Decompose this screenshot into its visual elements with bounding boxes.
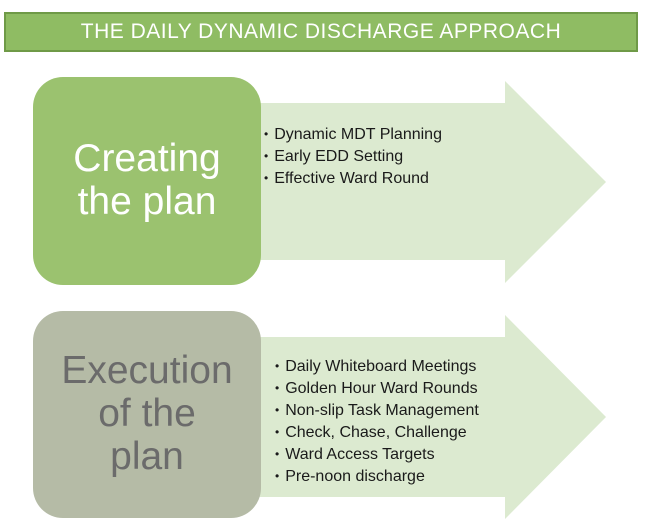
execution-plan-box: Execution of the plan <box>33 311 261 518</box>
list-item: Effective Ward Round <box>264 168 442 190</box>
list-item: Pre-noon discharge <box>275 466 479 488</box>
list-item: Daily Whiteboard Meetings <box>275 356 479 378</box>
list-item: Dynamic MDT Planning <box>264 124 442 146</box>
execution-plan-list: Daily Whiteboard Meetings Golden Hour Wa… <box>275 356 479 488</box>
creating-plan-list: Dynamic MDT Planning Early EDD Setting E… <box>264 124 442 190</box>
creating-plan-box: Creating the plan <box>33 77 261 285</box>
page-title: THE DAILY DYNAMIC DISCHARGE APPROACH <box>4 12 638 52</box>
list-item: Non-slip Task Management <box>275 400 479 422</box>
list-item: Check, Chase, Challenge <box>275 422 479 444</box>
list-item: Ward Access Targets <box>275 444 479 466</box>
list-item: Golden Hour Ward Rounds <box>275 378 479 400</box>
list-item: Early EDD Setting <box>264 146 442 168</box>
